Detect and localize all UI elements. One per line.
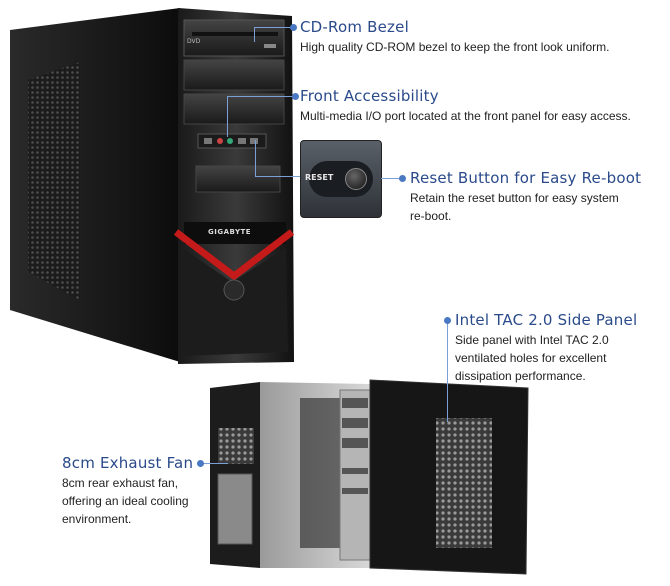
case-dvd-label: DVD xyxy=(187,38,201,45)
tower-case-image xyxy=(10,8,295,364)
leader-dot-fan xyxy=(197,460,204,467)
fan-title: 8cm Exhaust Fan xyxy=(62,454,194,472)
case-brand-logo: GIGABYTE xyxy=(208,228,252,236)
fan-desc-line2: offering an ideal cooling xyxy=(62,494,189,508)
cdrom-title: CD-Rom Bezel xyxy=(300,18,409,36)
reset-desc-line2: re-boot. xyxy=(410,209,452,223)
reset-button-zoom-image: RESET xyxy=(300,140,382,218)
leader-line-cdrom xyxy=(254,27,295,42)
fan-desc-line1: 8cm rear exhaust fan, xyxy=(62,476,179,490)
reset-label: RESET xyxy=(305,173,334,182)
front-desc: Multi-media I/O port located at the fron… xyxy=(300,109,631,123)
reset-button-icon xyxy=(345,168,367,190)
reset-desc-line1: Retain the reset button for easy system xyxy=(410,191,619,205)
fan-desc-line3: environment. xyxy=(62,512,132,526)
front-title: Front Accessibility xyxy=(300,87,439,105)
leader-line-reset xyxy=(255,140,300,177)
cdrom-desc: High quality CD-ROM bezel to keep the fr… xyxy=(300,40,610,54)
leader-line-reset-right xyxy=(381,178,401,179)
leader-line-side xyxy=(447,322,448,422)
leader-dot-cdrom xyxy=(290,24,297,31)
leader-dot-front xyxy=(292,93,299,100)
leader-dot-side xyxy=(444,317,451,324)
side-desc-line1: Side panel with Intel TAC 2.0 xyxy=(455,333,609,347)
reset-title: Reset Button for Easy Re-boot xyxy=(410,169,642,187)
side-title: Intel TAC 2.0 Side Panel xyxy=(455,311,638,329)
side-desc-line2: ventilated holes for excellent xyxy=(455,351,607,365)
side-desc-line3: dissipation performance. xyxy=(455,369,586,383)
leader-dot-reset xyxy=(399,175,406,182)
open-case-image xyxy=(210,379,529,575)
leader-line-fan xyxy=(200,463,228,464)
leader-line-front xyxy=(227,96,296,137)
